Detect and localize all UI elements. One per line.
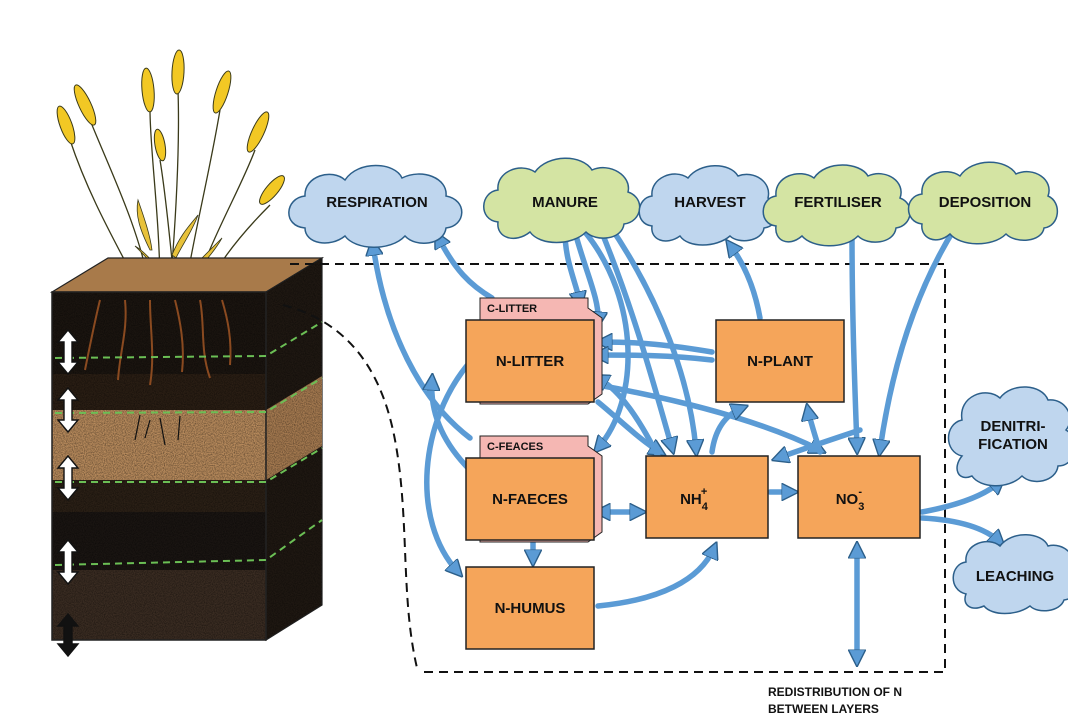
no3-label: NO3- bbox=[836, 486, 865, 513]
pool-humus: N-HUMUS bbox=[465, 566, 595, 650]
arrow-humus-to-nh4 bbox=[595, 548, 714, 609]
n-plant-label: N-PLANT bbox=[747, 353, 813, 370]
arrow-fertiliser-to-no3 bbox=[852, 229, 857, 448]
n-humus-label: N-HUMUS bbox=[495, 600, 566, 617]
c-faeces-label: C-FEACES bbox=[487, 441, 543, 453]
n-faeces-label: N-FAECES bbox=[492, 491, 568, 508]
cloud-leaching: LEACHING bbox=[952, 534, 1068, 615]
cloud-denitrification-label-1: DENITRI- bbox=[981, 418, 1046, 435]
cloud-respiration-label: RESPIRATION bbox=[326, 194, 427, 211]
redistribution-note-line1: REDISTRIBUTION OF N bbox=[768, 685, 902, 699]
arrow-no3-to-nh4-feedback bbox=[778, 427, 863, 458]
arrow-no3-to-denitrification bbox=[919, 482, 1000, 515]
wheat-ears-icon bbox=[56, 49, 285, 205]
cloud-harvest: HARVEST bbox=[638, 165, 779, 246]
nh4-label: NH4+ bbox=[680, 486, 709, 513]
arrow-faeces-to-respiration bbox=[373, 245, 473, 441]
pool-litter: C-LITTER N-LITTER bbox=[465, 297, 603, 405]
updown-arrow-icon bbox=[56, 386, 80, 434]
redistribution-note-line2: BETWEEN LAYERS bbox=[768, 702, 879, 716]
arrow-plant-to-litter-a bbox=[602, 342, 715, 355]
pool-plant: N-PLANT bbox=[715, 319, 845, 403]
pool-no3: NO3- bbox=[797, 455, 921, 539]
updown-arrow-icon bbox=[56, 612, 80, 658]
c-litter-label: C-LITTER bbox=[487, 303, 537, 315]
pool-faeces: C-FEACES N-FAECES bbox=[465, 435, 603, 543]
cloud-harvest-label: HARVEST bbox=[674, 194, 745, 211]
soil-profile-illustration bbox=[49, 49, 325, 658]
updown-arrow-icon bbox=[56, 328, 80, 376]
arrow-no3-to-leaching bbox=[919, 515, 1000, 542]
arrow-plant-to-harvest bbox=[730, 245, 763, 321]
cloud-manure: MANURE bbox=[483, 157, 641, 244]
arrow-litter-to-respiration bbox=[438, 237, 495, 301]
arrow-deposition-to-no3 bbox=[880, 225, 958, 450]
soil-block bbox=[49, 256, 325, 658]
cloud-denitrification-label-2: FICATION bbox=[978, 436, 1048, 453]
redistribution-note: REDISTRIBUTION OF N BETWEEN LAYERS bbox=[768, 685, 902, 716]
cloud-leaching-label: LEACHING bbox=[976, 568, 1054, 585]
zoom-connector-line bbox=[282, 304, 419, 673]
arrow-litter-to-humus bbox=[424, 359, 473, 572]
cloud-deposition: DEPOSITION bbox=[907, 161, 1058, 245]
detail-frame bbox=[290, 263, 946, 673]
arrow-faeces-to-litter bbox=[432, 380, 473, 473]
pool-nh4: NH4+ bbox=[645, 455, 769, 539]
cloud-deposition-label: DEPOSITION bbox=[939, 194, 1032, 211]
arrow-manure-to-nh4-a bbox=[597, 225, 672, 448]
arrow-manure-to-faeces bbox=[582, 229, 631, 448]
n-litter-label: N-LITTER bbox=[496, 353, 564, 370]
cloud-manure-label: MANURE bbox=[532, 194, 598, 211]
layer-exchange-arrows bbox=[56, 328, 80, 658]
arrow-plant-to-litter-b bbox=[598, 355, 715, 360]
cloud-respiration: RESPIRATION bbox=[288, 164, 463, 248]
cloud-denitrification: DENITRI- FICATION bbox=[947, 386, 1068, 487]
cloud-fertiliser: FERTILISER bbox=[762, 164, 911, 247]
arrow-no3-to-plant bbox=[808, 410, 823, 455]
updown-arrow-icon bbox=[56, 538, 80, 586]
arrow-manure-to-nh4-b bbox=[607, 223, 696, 450]
arrow-nh4-to-plant bbox=[709, 408, 742, 455]
arrow-litter-to-no3 bbox=[595, 382, 820, 450]
cloud-fertiliser-label: FERTILISER bbox=[794, 194, 882, 211]
updown-arrow-icon bbox=[56, 454, 80, 502]
arrow-nh4-to-litter bbox=[598, 378, 663, 463]
